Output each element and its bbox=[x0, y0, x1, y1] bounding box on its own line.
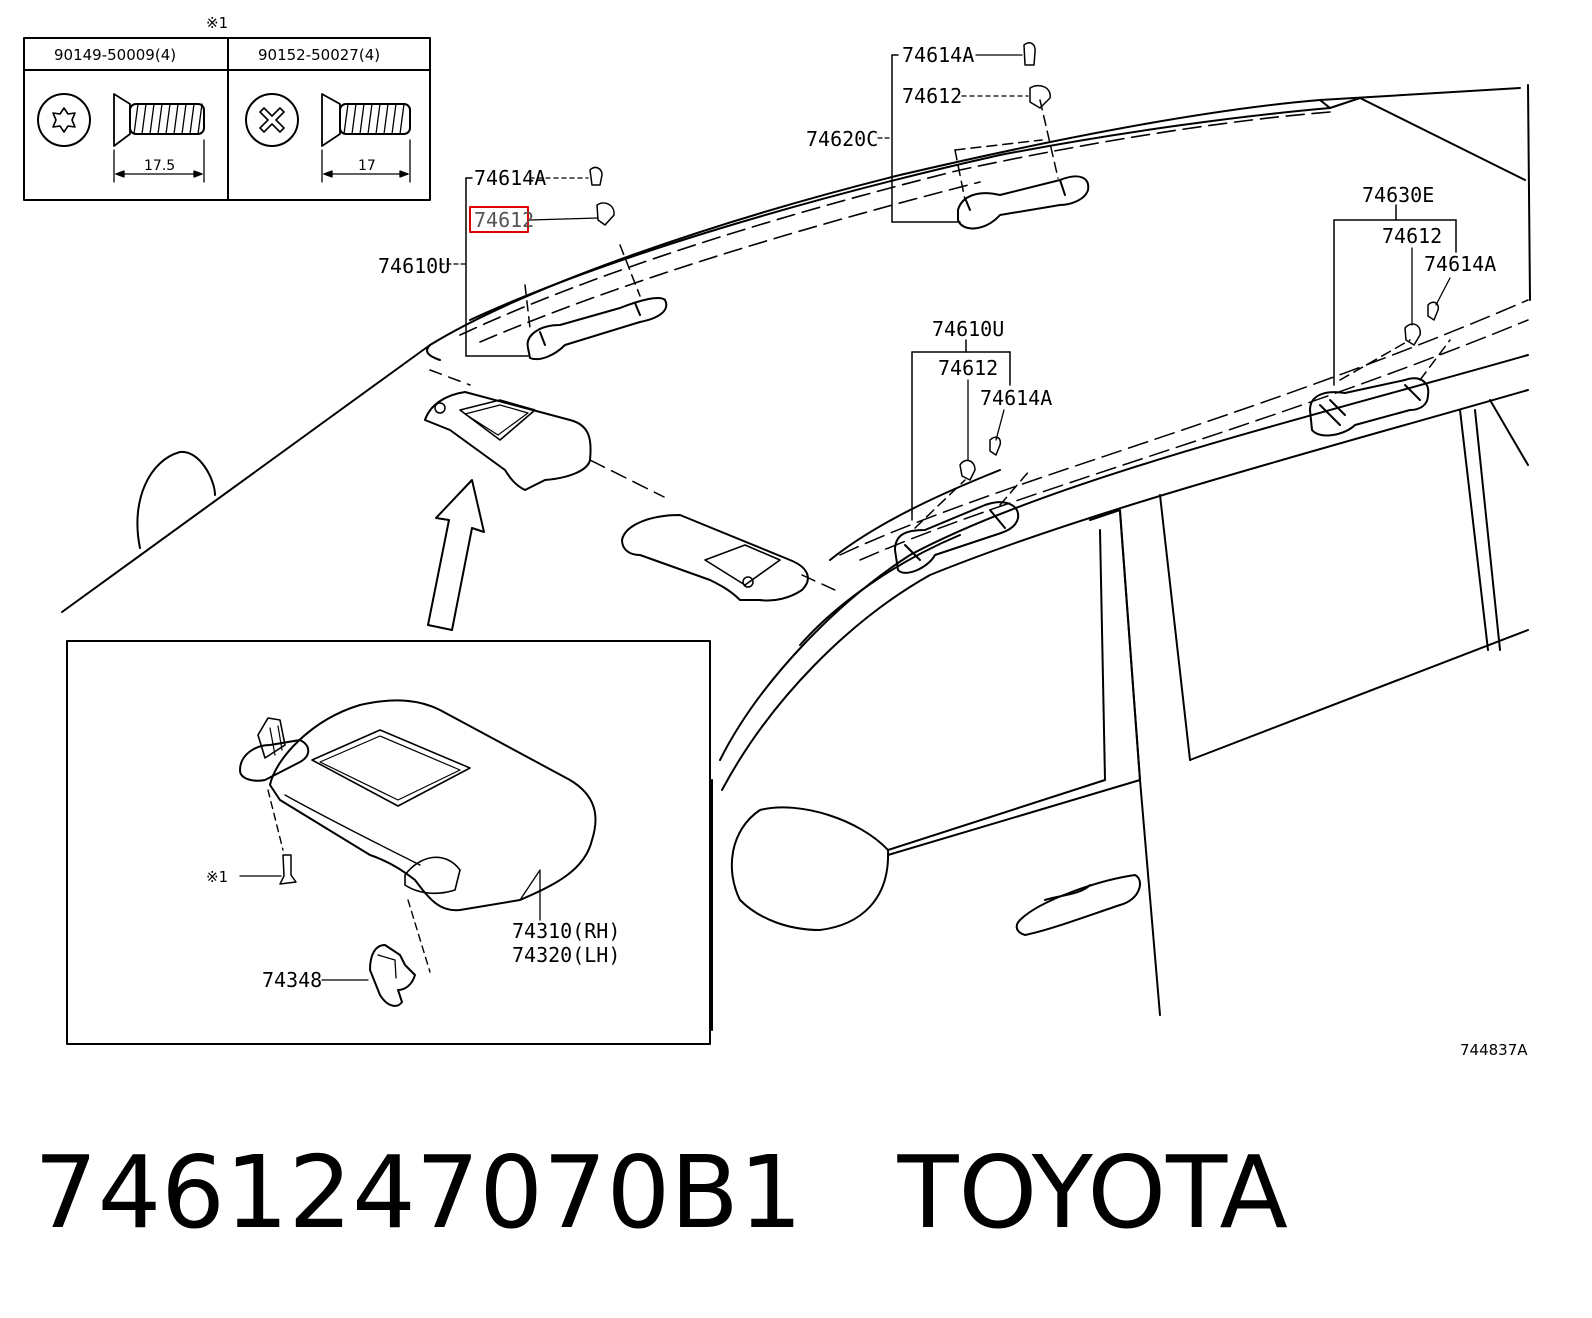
footer-brand: TOYOTA bbox=[897, 1134, 1288, 1251]
torx-screw-head-icon bbox=[37, 93, 91, 147]
leader-visor bbox=[519, 869, 541, 921]
fastener-part-1: 90149-50009(4) bbox=[54, 46, 176, 64]
sun-visor-upper bbox=[424, 369, 665, 498]
assist-grip-rear-right bbox=[1309, 339, 1451, 437]
note-mark-ref: ※1 bbox=[206, 868, 228, 886]
fastener-length-1: 17.5 bbox=[144, 158, 175, 174]
note-mark-header: ※1 bbox=[206, 14, 228, 32]
label-74630E: 74630E bbox=[1362, 183, 1434, 207]
label-74612-top: 74612 bbox=[902, 84, 962, 108]
windshield-pillar bbox=[136, 450, 216, 549]
label-74614A-left: 74614A bbox=[474, 166, 546, 190]
visor-hinge-detail bbox=[239, 717, 310, 851]
label-74614A-mid: 74614A bbox=[980, 386, 1052, 410]
fastener-part-2: 90152-50027(4) bbox=[258, 46, 380, 64]
clip-icon-b bbox=[877, 42, 1051, 223]
label-74610U-left: 74610U bbox=[378, 254, 450, 278]
diagram-code: 744837A bbox=[1460, 1041, 1528, 1059]
side-mirror bbox=[730, 806, 890, 931]
label-74620C: 74620C bbox=[806, 127, 878, 151]
fastener-length-2: 17 bbox=[358, 158, 376, 174]
label-74612-mid: 74612 bbox=[938, 356, 998, 380]
arrow-up-icon bbox=[427, 479, 485, 631]
sun-visor-detail bbox=[269, 699, 597, 912]
fastener-table bbox=[23, 37, 431, 201]
label-74612-left: 74612 bbox=[474, 208, 534, 232]
phillips-screw-head-icon bbox=[245, 93, 299, 147]
countersunk-screw-icon bbox=[113, 93, 205, 147]
label-74614A-top: 74614A bbox=[902, 43, 974, 67]
clip-icon-a1 bbox=[439, 166, 615, 357]
label-74610U-mid: 74610U bbox=[932, 317, 1004, 341]
label-74614A-right: 74614A bbox=[1424, 252, 1496, 276]
assist-grip-front-right bbox=[894, 469, 1031, 574]
highlight-box bbox=[469, 206, 529, 233]
visor-holder-detail bbox=[321, 899, 431, 1007]
screw-icon-detail bbox=[239, 854, 297, 885]
footer-part-number: 7461247070B1 bbox=[34, 1134, 803, 1251]
dimension-line-2 bbox=[321, 139, 411, 183]
inset-detail-box bbox=[66, 640, 711, 1045]
label-74320-lh: 74320(LH) bbox=[512, 943, 620, 967]
label-74310-rh: 74310(RH) bbox=[512, 919, 620, 943]
side-body-outline bbox=[711, 299, 1529, 1031]
label-74612-right: 74612 bbox=[1382, 224, 1442, 248]
assist-grip-front-left bbox=[524, 244, 668, 361]
countersunk-screw-icon-2 bbox=[321, 93, 411, 147]
clip-icon-c bbox=[1333, 204, 1457, 386]
sun-visor-lower bbox=[621, 514, 836, 602]
assist-grip-rear-top bbox=[954, 99, 1090, 230]
labels: ※1 90149-50009(4) 90152-50027(4) 17.5 17… bbox=[54, 14, 1528, 1059]
door-handle-icon bbox=[1015, 874, 1141, 936]
clip-icon-d bbox=[911, 339, 1011, 521]
dimension-line bbox=[113, 139, 205, 183]
roof-rail-dashed bbox=[459, 111, 1331, 343]
roof-outline bbox=[61, 84, 1531, 613]
label-74348: 74348 bbox=[262, 968, 322, 992]
